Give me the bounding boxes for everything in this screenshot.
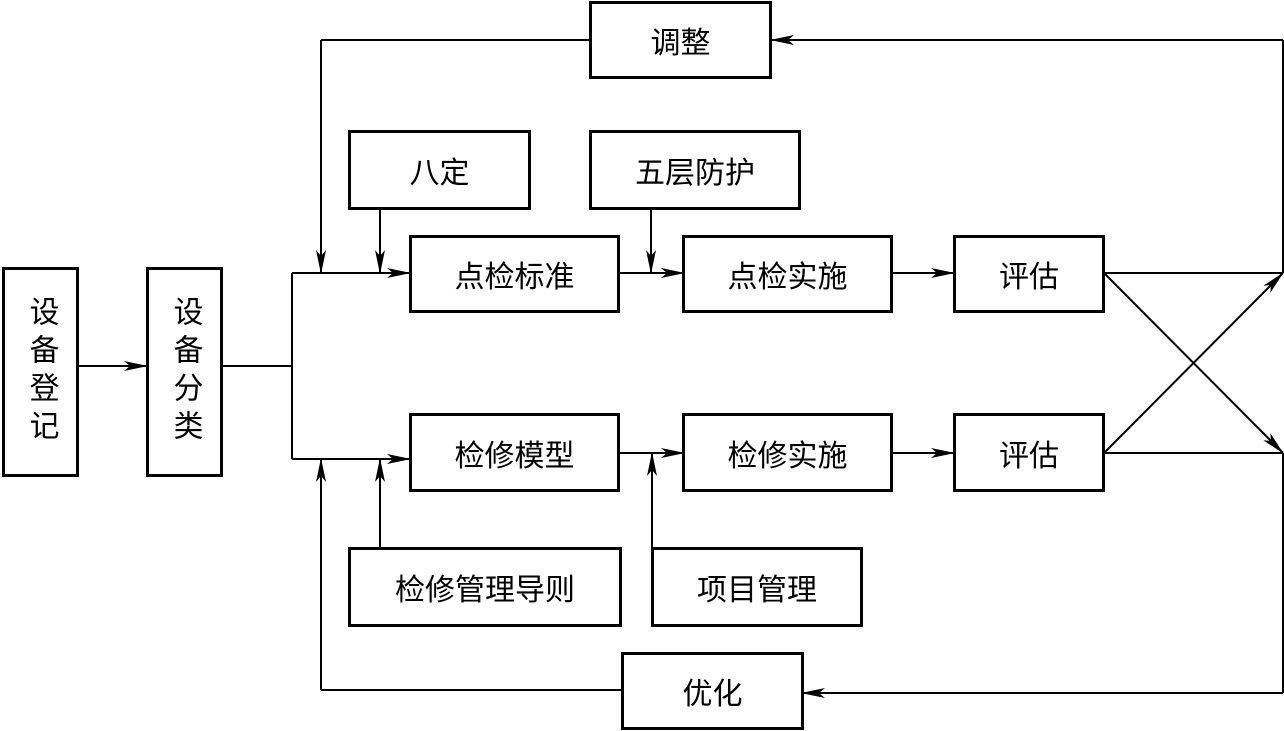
node-repair-implementation: 检修实施 [682, 413, 893, 492]
node-evaluate-top: 评估 [953, 235, 1105, 313]
node-equipment-register: 设备登记 [2, 267, 79, 477]
node-adjust: 调整 [589, 1, 772, 79]
arrow-eval-bottom-cross [1103, 272, 1284, 454]
node-inspection-implementation: 点检实施 [682, 235, 893, 313]
node-repair-management-guide: 检修管理导则 [348, 547, 622, 627]
node-equipment-classify: 设备分类 [146, 267, 223, 477]
node-evaluate-bottom: 评估 [953, 413, 1105, 492]
node-five-layer-protection: 五层防护 [589, 130, 801, 210]
node-inspection-standard: 点检标准 [409, 235, 620, 313]
node-repair-model: 检修模型 [409, 413, 620, 492]
node-project-management: 项目管理 [651, 547, 863, 627]
node-eight-fix: 八定 [348, 130, 531, 210]
node-optimize: 优化 [621, 652, 804, 730]
